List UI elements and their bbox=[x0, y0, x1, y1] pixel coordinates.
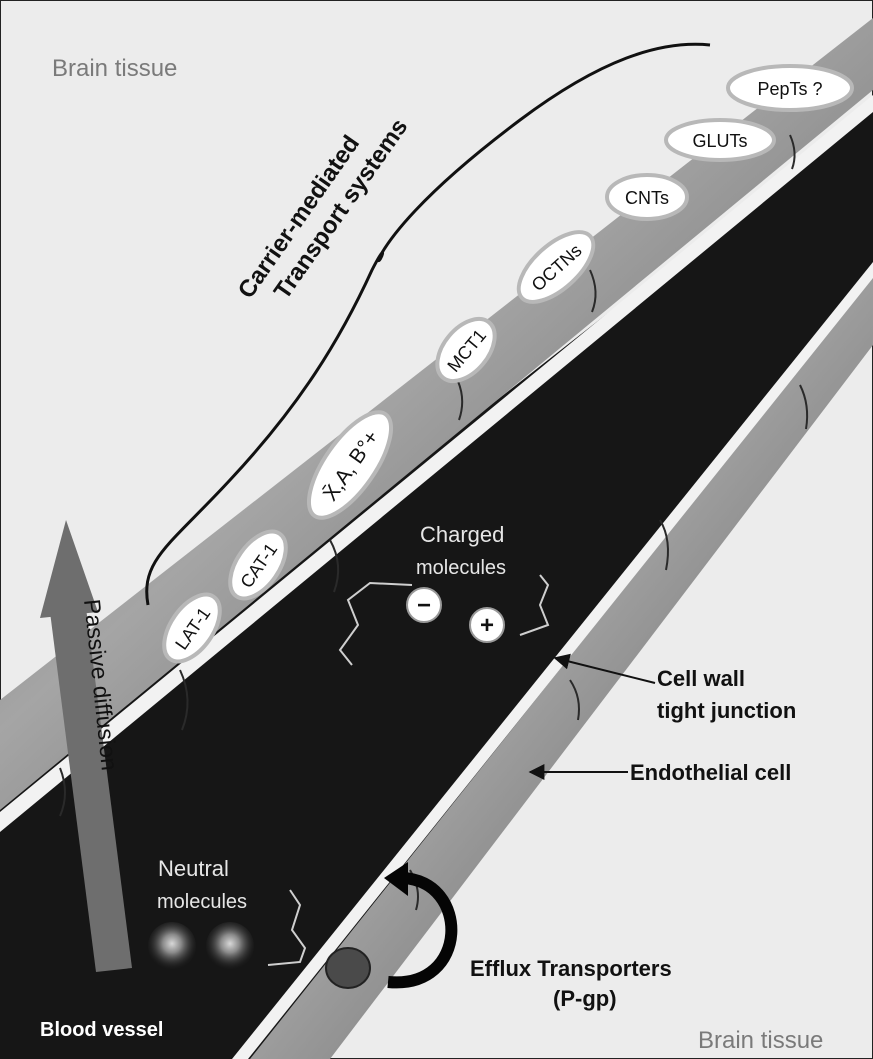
positive-molecule-symbol: + bbox=[480, 612, 494, 639]
tight-junction-label-line1: Cell wall bbox=[657, 666, 745, 691]
blood-vessel-label: Blood vessel bbox=[40, 1019, 163, 1041]
brain-tissue-top-label: Brain tissue bbox=[52, 55, 177, 82]
neutral-label-line1: Neutral bbox=[158, 856, 229, 881]
neutral-molecule bbox=[148, 922, 196, 970]
efflux-transporter-body bbox=[326, 948, 370, 988]
transporter-gluts: GLUTs bbox=[666, 120, 774, 160]
endothelial-label: Endothelial cell bbox=[630, 760, 791, 785]
charged-label-line1: Charged bbox=[420, 522, 504, 547]
negative-molecule-symbol: − bbox=[417, 592, 431, 619]
transporter-cnts: CNTs bbox=[607, 175, 687, 219]
charged-label-line2: molecules bbox=[416, 557, 506, 579]
transporter-label: PepTs ? bbox=[757, 79, 822, 99]
efflux-label-line2: (P-gp) bbox=[553, 986, 617, 1011]
efflux-label-line1: Efflux Transporters bbox=[470, 956, 672, 981]
transporter-label: GLUTs bbox=[692, 131, 747, 151]
transporter-pepts: PepTs ? bbox=[728, 66, 852, 110]
neutral-molecule bbox=[206, 922, 254, 970]
transporter-label: CNTs bbox=[625, 188, 669, 208]
tight-junction-label-line2: tight junction bbox=[657, 698, 796, 723]
neutral-label-line2: molecules bbox=[157, 891, 247, 913]
brain-tissue-bottom-label: Brain tissue bbox=[698, 1027, 823, 1054]
